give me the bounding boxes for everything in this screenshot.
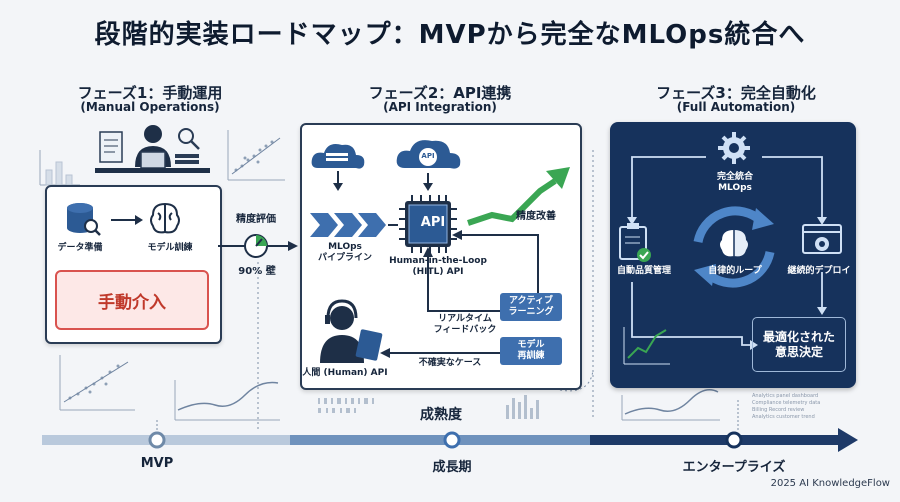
phase1-subheading: (Manual Operations) [80,100,220,114]
full-integration-label: 完全統合 MLOps [716,172,753,193]
optimized-decision-box: 最適化された 意思決定 [752,317,846,372]
maturity-timeline [42,428,858,452]
stage-growth: 成長期 [432,460,472,475]
phase3-diagram [619,132,842,365]
page-title: 段階的実装ロードマップ：MVPから完全なMLOps統合へ [94,20,806,50]
line-chart-right-icon [621,389,720,421]
growth-graph-icon [623,327,670,365]
phase1-heading: フェーズ1：手動運用 [77,84,223,102]
phase3-subheading: (Full Automation) [676,100,796,114]
accuracy-improve-label: 精度改善 [516,211,556,222]
accuracy-up-arrow-icon [467,167,570,226]
bar-chart-icon [39,150,80,186]
barcode-decoration [318,395,539,419]
faint-notes: Analytics panel dashboard Compliance tel… [752,393,821,420]
api-chip-icon [399,195,457,253]
active-learning-box: アクティブ ラーニング [500,293,562,321]
pipeline-chevrons-icon [310,213,386,237]
api-cloud-icon [396,140,461,191]
maturity-label: 成熟度 [420,407,462,423]
phase2-subheading: (API Integration) [383,100,497,114]
arrow-right-icon [111,215,143,225]
phase3-heading: フェーズ3：完全自動化 [656,84,816,102]
hitl-label: Human-in-the-Loop (HITL) API [389,256,487,277]
chip-api-label: API [420,215,446,230]
human-api-label: 人間 (Human) API [302,368,388,378]
footer-credit: 2025 AI KnowledgeFlow [770,478,890,489]
phase2-heading: フェーズ2：API連携 [368,84,512,102]
database-icon [67,203,101,236]
pipeline-label: MLOps パイプライン [317,242,372,263]
accuracy-eval-label: 精度評価 [236,214,276,225]
data-prep-label: データ準備 [57,243,103,253]
manual-intervention-box: 手動介入 [55,270,209,330]
gear-icon [718,132,750,164]
retrain-box: モデル 再訓練 [500,337,562,365]
person-at-desk-icon [95,125,210,173]
model-train-label: モデル訓練 [147,243,193,253]
brain-icon [150,203,180,234]
line-chart-icon [174,380,280,421]
scatter-bottom-icon [59,355,135,411]
auto-qc-label: 自動品質管理 [616,266,671,276]
cd-label: 継続的デプロイ [787,266,851,276]
autonomous-loop-icon [693,206,775,288]
stage-enterprise: エンタープライズ [682,460,786,475]
phase2-diagram [310,140,570,363]
scatter-icon [227,130,285,181]
feedback-loop-arrows [390,234,539,354]
uncertain-cases-label: 不確実なケース [418,358,482,368]
clipboard-check-icon [619,223,651,262]
gauge-connector [218,234,298,258]
autonomous-loop-label: 自律的ループ [708,266,762,276]
deploy-window-icon [802,224,842,254]
mlops-cloud-icon [311,144,365,191]
wall-label: 90% 壁 [238,266,276,277]
realtime-feedback-label: リアルタイム フィードバック [433,314,497,335]
phase1-icons [67,203,180,236]
stage-mvp: MVP [140,456,174,471]
cloud-api-label: API [421,152,435,160]
phase3-flow-lines [631,156,823,346]
headset-person-icon [320,299,383,363]
